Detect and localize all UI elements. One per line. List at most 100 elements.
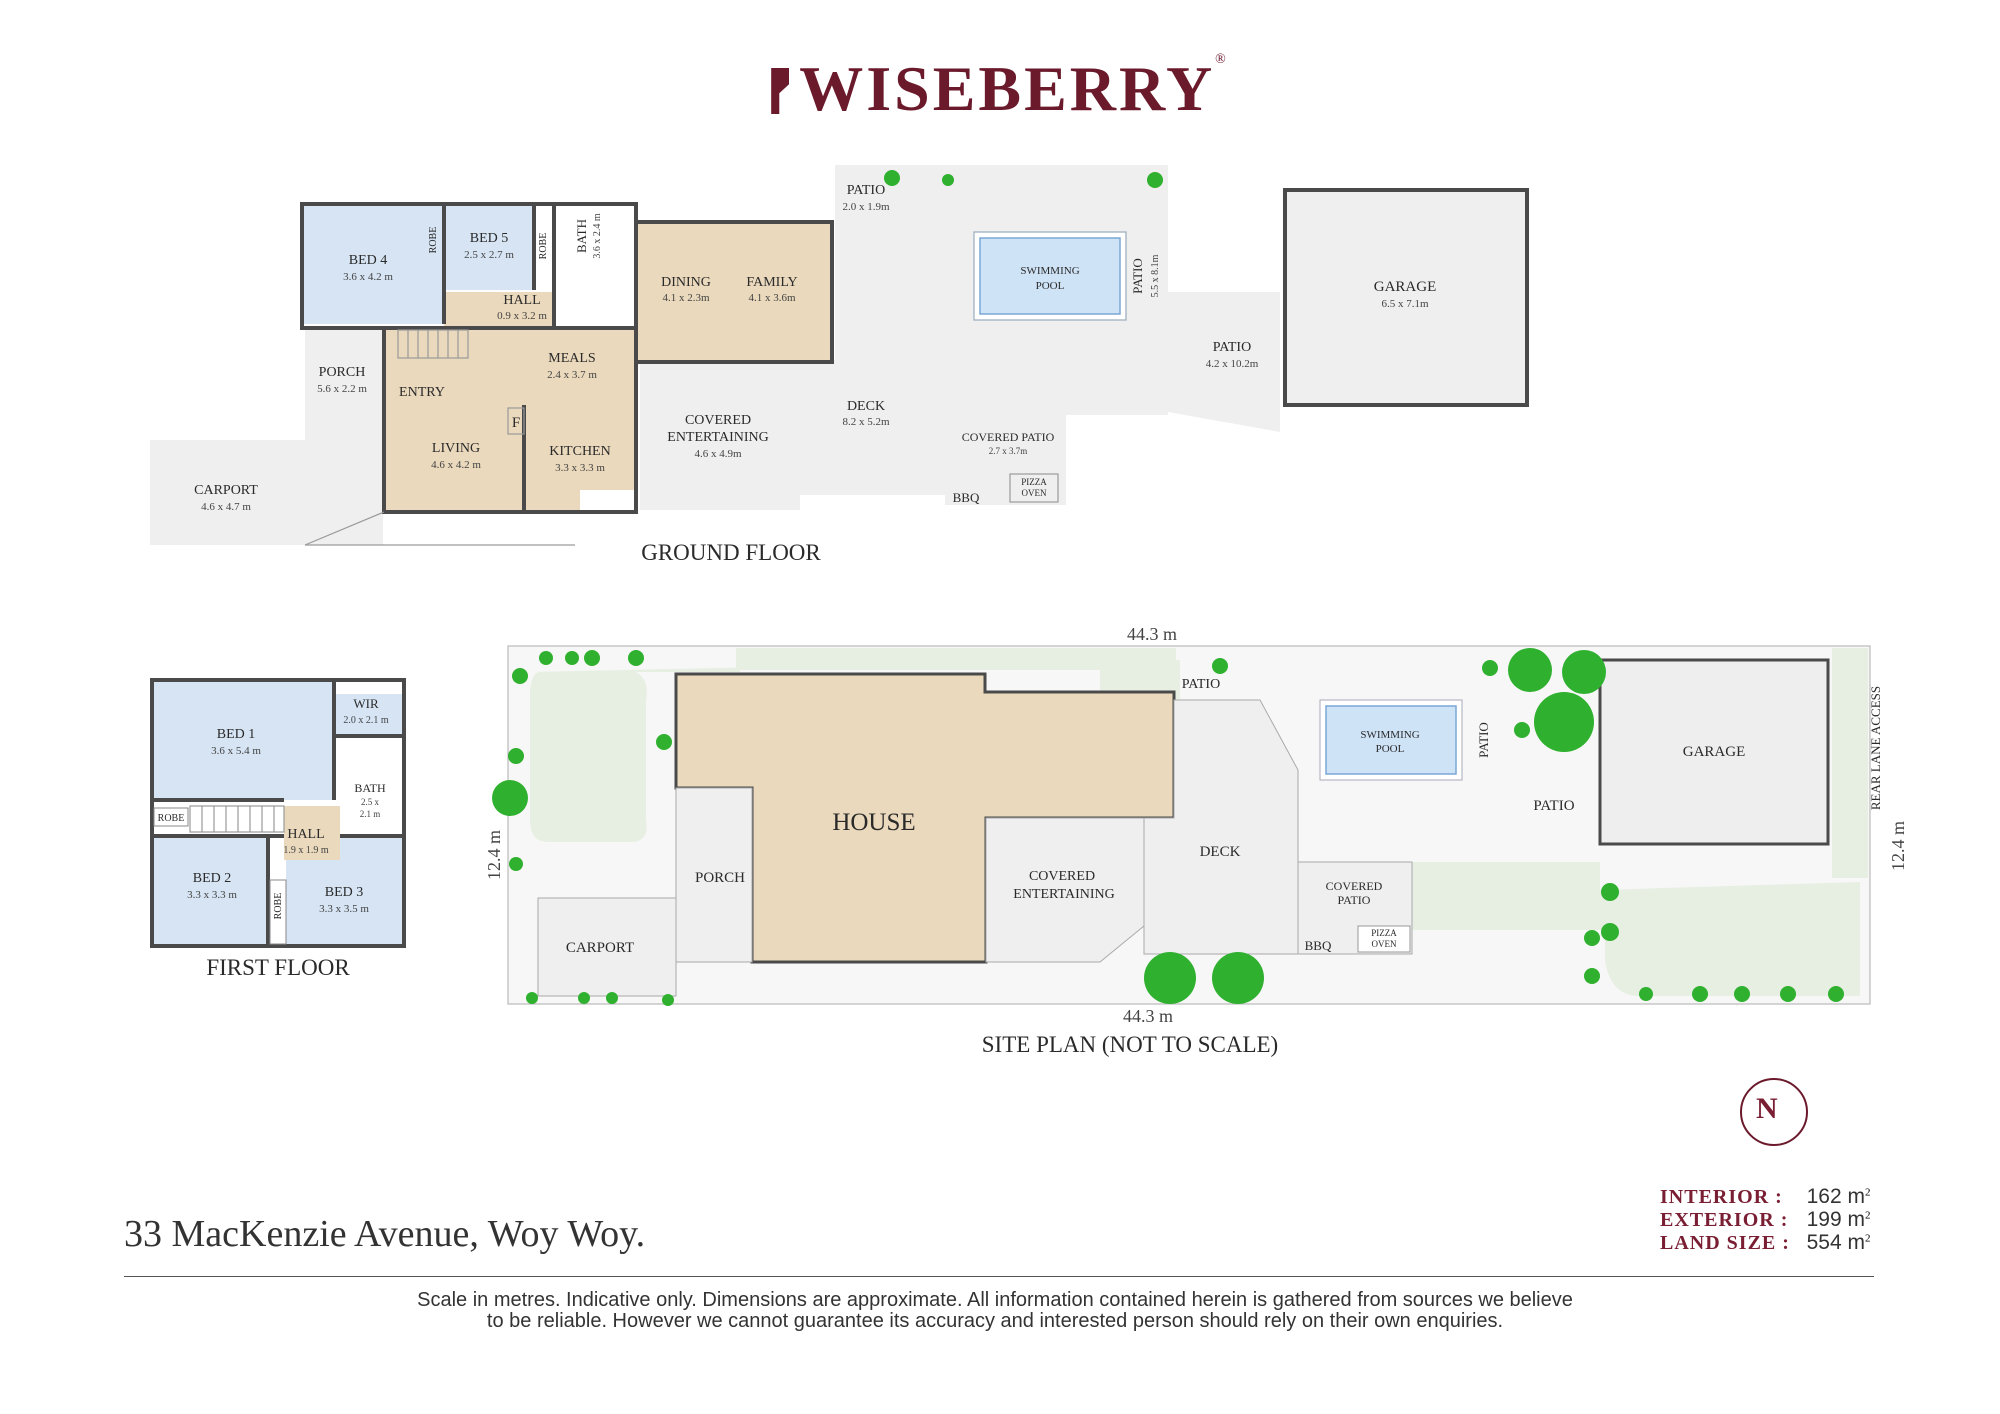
gf-pizza-label-1: PIZZA	[1021, 477, 1047, 487]
gf-bath-dims: 3.6 x 2.4 m	[592, 213, 603, 259]
site-porch-area	[675, 787, 753, 963]
ff-bed1-label: BED 1	[217, 727, 256, 742]
gf-carport-dims: 4.6 x 4.7 m	[201, 501, 251, 513]
site-covered-ent-label-1: COVERED	[1029, 869, 1095, 884]
area-row-exterior: EXTERIOR : 199 m2	[1660, 1208, 1871, 1231]
gf-covered-patio-label: COVERED PATIO	[962, 430, 1055, 444]
area-unit-sup: 2	[1865, 1232, 1871, 1245]
gf-living-label: LIVING	[432, 441, 480, 456]
gf-pool-label-2: POOL	[1036, 280, 1065, 292]
gf-robe-a-label: ROBE	[428, 227, 439, 254]
gf-carport-label: CARPORT	[194, 483, 258, 498]
gf-covered-ent-label-2: ENTERTAINING	[667, 430, 768, 445]
site-covered-patio-label-1: COVERED	[1326, 879, 1383, 893]
property-address: 33 MacKenzie Avenue, Woy Woy.	[124, 1213, 646, 1255]
site-rear-lane-strip	[1832, 648, 1868, 878]
site-pool-label-1: SWIMMING	[1360, 729, 1419, 741]
first-floor-plan: BED 1 3.6 x 5.4 m WIR 2.0 x 2.1 m BATH 2…	[150, 678, 406, 980]
ff-wir-room	[334, 694, 404, 736]
registered-mark: ®	[1215, 52, 1229, 67]
disclaimer: Scale in metres. Indicative only. Dimens…	[330, 1290, 1660, 1332]
gf-porch-area	[305, 328, 383, 545]
area-value: 162 m	[1806, 1185, 1865, 1208]
ff-hall-label: HALL	[287, 827, 324, 842]
gf-fridge-label: F	[512, 415, 520, 431]
ff-stairs	[189, 805, 285, 833]
ff-outer-walls	[150, 678, 406, 948]
gf-deck-label: DECK	[847, 399, 885, 414]
gf-shrub	[942, 174, 954, 186]
gf-dining-family-room	[636, 222, 832, 362]
north-arrow-icon: N	[1740, 1078, 1808, 1146]
gf-covered-patio-dims: 2.7 x 3.7m	[989, 446, 1028, 456]
gf-living-dims: 4.6 x 4.2 m	[431, 459, 481, 471]
site-dim-bottom: 44.3 m	[1123, 1006, 1173, 1026]
site-carport-area	[537, 897, 677, 997]
gf-entry-label: ENTRY	[399, 385, 445, 400]
gf-garage-dims: 6.5 x 7.1m	[1381, 298, 1429, 310]
ff-robe-a-label: ROBE	[158, 813, 185, 824]
brand-name: WISEBERRY	[799, 53, 1216, 124]
gf-family-label: FAMILY	[746, 275, 797, 290]
area-row-land-size: LAND SIZE : 554 m2	[1660, 1231, 1871, 1254]
gf-living-walls	[382, 330, 638, 514]
site-dim-top: 44.3 m	[1127, 624, 1177, 644]
site-dim-left: 12.4 m	[484, 830, 504, 880]
gf-patio-large-label: PATIO	[1213, 340, 1251, 355]
ground-floor-title: GROUND FLOOR	[641, 540, 821, 565]
site-covered-ent-area	[985, 817, 1145, 963]
site-trees	[492, 648, 1844, 1006]
site-carport-label: CARPORT	[566, 940, 634, 956]
site-garage-label: GARAGE	[1683, 744, 1746, 760]
ff-bath-label: BATH	[354, 781, 386, 795]
gf-family-dims: 4.1 x 3.6m	[748, 292, 796, 304]
gf-porch-edge	[304, 511, 385, 546]
site-pizza-label-1: PIZZA	[1371, 928, 1397, 938]
site-plan-title: SITE PLAN (NOT TO SCALE)	[982, 1032, 1278, 1057]
gf-kitchen-room	[544, 400, 636, 490]
gf-bed4-room	[302, 204, 444, 324]
gf-pool-label-1: SWIMMING	[1020, 265, 1079, 277]
gf-stairs	[397, 329, 469, 359]
disclaimer-line-2: to be reliable. However we cannot guaran…	[486, 1310, 1504, 1332]
area-value: 554 m	[1806, 1231, 1865, 1254]
site-porch-label: PORCH	[695, 870, 745, 886]
area-label: EXTERIOR :	[1660, 1209, 1789, 1231]
site-pool-water	[1325, 705, 1457, 775]
site-front-lawn	[530, 672, 647, 842]
site-covered-ent-label-2: ENTERTAINING	[1013, 887, 1114, 902]
ff-hall-dims: 1.9 x 1.9 m	[283, 845, 329, 856]
gf-bed5-dims: 2.5 x 2.7 m	[464, 249, 514, 261]
gf-pool-water	[979, 237, 1121, 315]
site-patio-side-label: PATIO	[1476, 722, 1491, 758]
gf-deck-dims: 8.2 x 5.2m	[842, 416, 890, 428]
site-garage-footprint	[1598, 658, 1830, 846]
gf-garage-walls	[1283, 188, 1529, 407]
site-house-label: HOUSE	[832, 809, 915, 836]
ff-robe-b-box	[269, 879, 287, 945]
gf-meals-dims: 2.4 x 3.7 m	[547, 369, 597, 381]
gf-covered-ent-label-1: COVERED	[685, 413, 751, 428]
gf-shrub	[1147, 172, 1163, 188]
gf-garage-area	[1283, 188, 1525, 403]
site-patio-garage-label: PATIO	[1533, 798, 1574, 814]
ground-floor-plan: BED 4 3.6 x 4.2 m ROBE BED 5 2.5 x 2.7 m…	[150, 165, 1529, 565]
gf-deck-patio-area	[800, 165, 1168, 505]
gf-meals-label: MEALS	[548, 351, 595, 366]
site-covered-patio-label-2: PATIO	[1338, 893, 1371, 907]
ff-wir-label: WIR	[353, 696, 379, 711]
ff-bath-dims-2: 2.1 m	[360, 809, 381, 819]
site-dim-right: 12.4 m	[1888, 821, 1908, 871]
gf-porch-label: PORCH	[319, 365, 366, 380]
disclaimer-line-1: Scale in metres. Indicative only. Dimens…	[417, 1289, 1573, 1311]
ff-hall-room	[284, 806, 340, 860]
area-unit-sup: 2	[1865, 1209, 1871, 1222]
gf-kitchen-label: KITCHEN	[549, 444, 610, 459]
gf-patio-small-label: PATIO	[847, 183, 885, 198]
gf-covered-ent-dims: 4.6 x 4.9m	[694, 448, 742, 460]
ff-bed1-dims: 3.6 x 5.4 m	[211, 745, 261, 757]
ff-bed2-dims: 3.3 x 3.3 m	[187, 889, 237, 901]
site-deck-label: DECK	[1200, 844, 1241, 860]
gf-carport-area	[150, 440, 305, 545]
ff-bath-dims-1: 2.5 x	[361, 797, 380, 807]
